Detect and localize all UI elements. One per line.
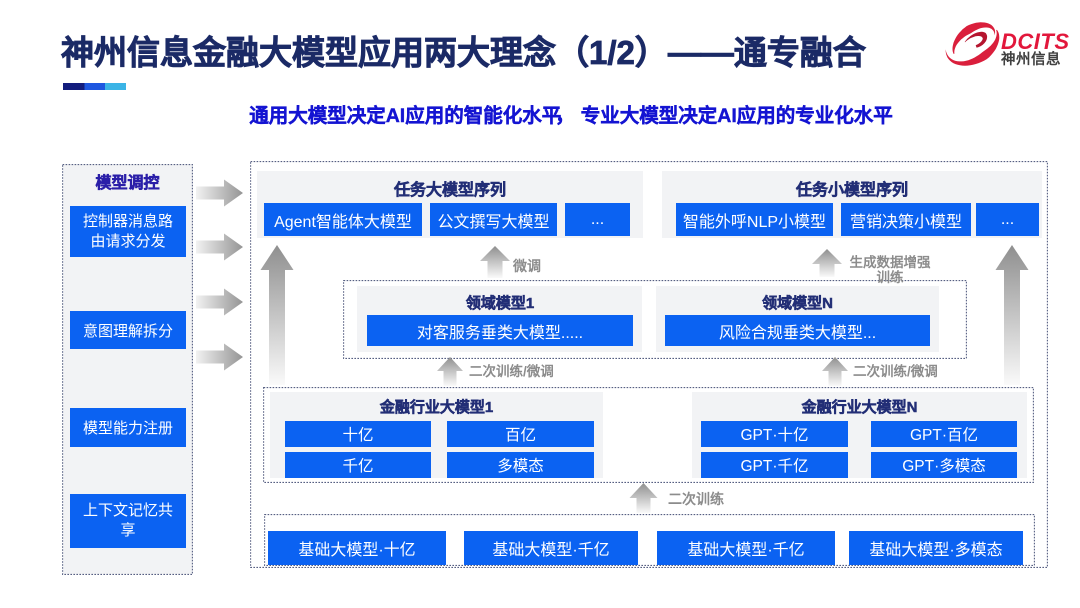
- svg-text:神州信息: 神州信息: [1001, 50, 1061, 68]
- svg-text:DCITS: DCITS: [1001, 29, 1070, 54]
